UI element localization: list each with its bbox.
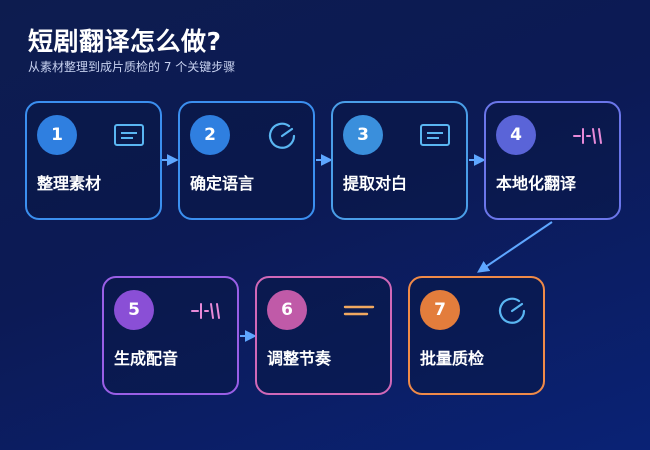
step-card-5: 5 生成配音: [102, 276, 239, 395]
step-card-2: 2 确定语言: [178, 101, 315, 220]
step-number-badge: 2: [190, 115, 230, 155]
arrow-4-7: [477, 221, 553, 273]
refresh-icon: [265, 119, 299, 153]
step-number-badge: 6: [267, 290, 307, 330]
step-number-badge: 3: [343, 115, 383, 155]
step-number-badge: 5: [114, 290, 154, 330]
step-card-6: 6 调整节奏: [255, 276, 392, 395]
diagram-title: 短剧翻译怎么做?: [28, 27, 222, 56]
step-label: 本地化翻译: [496, 174, 577, 193]
step-label: 批量质检: [420, 349, 485, 368]
step-card-3: 3 提取对白: [331, 101, 468, 220]
step-number-badge: 1: [37, 115, 77, 155]
step-card-1: 1 整理素材: [25, 101, 162, 220]
waveform-icon: [571, 119, 605, 153]
step-label: 调整节奏: [267, 349, 332, 368]
step-number-badge: 4: [496, 115, 536, 155]
document-icon: [418, 119, 452, 153]
lines-icon: [342, 294, 376, 328]
step-label: 提取对白: [343, 174, 408, 193]
refresh-icon: [495, 294, 529, 328]
step-card-4: 4 本地化翻译: [484, 101, 621, 220]
step-number-badge: 7: [420, 290, 460, 330]
step-label: 确定语言: [190, 174, 255, 193]
waveform-icon: [189, 294, 223, 328]
document-icon: [112, 119, 146, 153]
diagram-subtitle: 从素材整理到成片质检的 7 个关键步骤: [28, 60, 236, 74]
step-card-7: 7 批量质检: [408, 276, 545, 395]
step-label: 整理素材: [37, 174, 102, 193]
step-label: 生成配音: [114, 349, 179, 368]
